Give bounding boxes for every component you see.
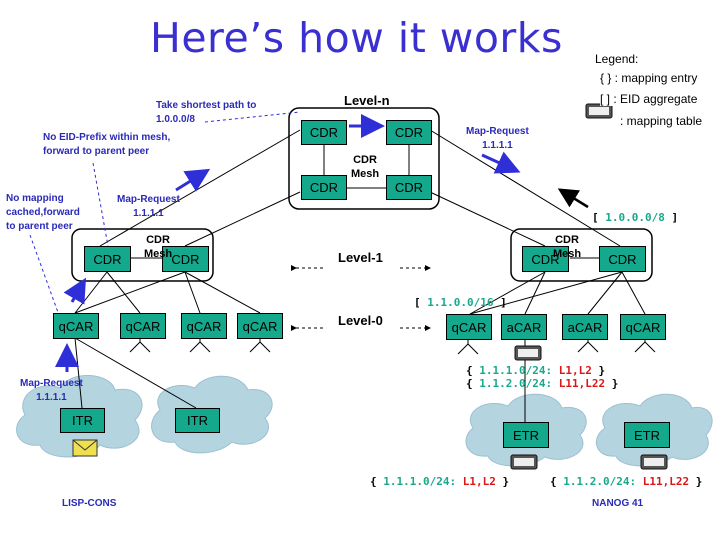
brace-open: { [466, 377, 473, 390]
node-label: CDR [394, 180, 424, 195]
brace-close: } [611, 377, 619, 390]
qcar-left-3[interactable]: qCAR [181, 313, 227, 339]
node-label: CDR [309, 180, 339, 195]
node-label: qCAR [242, 318, 278, 334]
node-label: CDR [171, 251, 200, 267]
cdr-level-n-top-left[interactable]: CDR [301, 120, 347, 145]
note-shortest-path: Take shortest path to 1.0.0.0/8 [156, 100, 257, 125]
bracket-open: [ [592, 211, 599, 224]
node-label: qCAR [625, 319, 661, 335]
mesh-label-top: CDR Mesh [350, 154, 380, 180]
cdr-level-n-top-right[interactable]: CDR [386, 120, 432, 145]
qcar-right-1[interactable]: qCAR [446, 314, 492, 340]
acar-right-2[interactable]: aCAR [562, 314, 608, 340]
cdr-level-n-bottom-right[interactable]: CDR [386, 175, 432, 200]
legend-eid-aggregate: [ ] : EID aggregate [600, 92, 698, 106]
brace-close: } [598, 364, 606, 377]
envelope-icon [72, 439, 98, 457]
mapping-table-icon [510, 103, 668, 470]
cdr-level-n-bottom-left[interactable]: CDR [301, 175, 347, 200]
entry-locators: L1,L2 [462, 475, 496, 488]
entry-prefix: 1.1.2.0/24: [479, 377, 553, 390]
entry-prefix: 1.1.2.0/24: [563, 475, 637, 488]
node-label: CDR [93, 251, 122, 267]
node-label: qCAR [451, 319, 487, 335]
node-label: ETR [513, 427, 539, 443]
entry-prefix: 1.1.1.0/24: [479, 364, 553, 377]
level-0-label: Level-0 [338, 313, 383, 328]
footer-right: NANOG 41 [592, 498, 644, 509]
node-label: CDR [394, 125, 424, 140]
legend-mapping-entry: { } : mapping entry [600, 71, 698, 85]
brace-open: { [370, 475, 377, 488]
qcar-right-2[interactable]: qCAR [620, 314, 666, 340]
node-label: CDR [608, 251, 637, 267]
node-label: qCAR [186, 318, 222, 334]
arrow-icon [55, 114, 521, 372]
note-no-eid-prefix: No EID-Prefix within mesh, forward to pa… [43, 132, 171, 157]
etr1-mapping-entry: { 1.1.1.0/24: L1,L2 } [370, 475, 509, 488]
acar-right-1[interactable]: aCAR [501, 314, 547, 340]
note-pointers [29, 111, 301, 319]
legend-mapping-table: : mapping table [620, 114, 703, 128]
entry-locators: L11,L22 [642, 475, 690, 488]
node-label: aCAR [506, 319, 542, 335]
etr2-mapping-entry: { 1.1.2.0/24: L11,L22 } [550, 475, 702, 488]
node-label: ITR [72, 413, 93, 428]
cdr-level-1-left-a[interactable]: CDR [84, 246, 131, 272]
note-map-request-bottom: Map-Request 1.1.1.1 [20, 378, 83, 403]
mesh-label-right: CDR Mesh [552, 234, 582, 260]
brace-close: } [695, 475, 703, 488]
level-n-mesh-links [323, 143, 410, 189]
leaf-fanouts [129, 338, 656, 355]
mapping-entry: { 1.1.2.0/24: L11,L22 } [466, 377, 618, 390]
reply-arrow [557, 188, 589, 209]
bracket-close: ] [671, 211, 679, 224]
level-1-label: Level-1 [338, 250, 383, 265]
brace-close: } [502, 475, 510, 488]
cdr-level-1-right-a[interactable]: CDR [522, 246, 569, 272]
qcar-left-1[interactable]: qCAR [53, 313, 99, 339]
aggregate-1-0-0-0-8: [ 1.0.0.0/8 ] [592, 211, 678, 224]
qcar-left-2[interactable]: qCAR [120, 313, 166, 339]
etr-left[interactable]: ETR [503, 422, 549, 448]
node-label: ITR [187, 413, 208, 428]
brace-open: { [466, 364, 473, 377]
cdr-level-1-left-b[interactable]: CDR [162, 246, 209, 272]
bracket-open: [ [414, 296, 421, 309]
footer-left: LISP-CONS [62, 498, 117, 509]
entry-prefix: 1.1.1.0/24: [383, 475, 457, 488]
itr-right[interactable]: ITR [175, 408, 220, 433]
aggregate-prefix: 1.0.0.0/8 [605, 211, 665, 224]
aggregate-prefix: 1.1.0.0/16 [427, 296, 494, 309]
aggregate-1-1-0-0-16: [ 1.1.0.0/16 ] [414, 296, 507, 309]
note-no-mapping: No mapping cached,forward to parent peer [6, 193, 80, 232]
brace-open: { [550, 475, 557, 488]
node-label: qCAR [125, 318, 161, 334]
itr-left[interactable]: ITR [60, 408, 105, 433]
mesh-label-left: CDR Mesh [143, 234, 173, 260]
entry-locators: L11,L22 [558, 377, 606, 390]
cdr-level-1-right-b[interactable]: CDR [599, 246, 646, 272]
node-label: ETR [634, 427, 660, 443]
etr-right[interactable]: ETR [624, 422, 670, 448]
node-label: CDR [309, 125, 339, 140]
node-label: qCAR [58, 318, 94, 334]
legend-heading: Legend: [595, 52, 639, 66]
node-label: CDR [531, 251, 560, 267]
level-dividers [291, 265, 431, 331]
note-map-request-top-right: Map-Request 1.1.1.1 [466, 126, 529, 151]
level-n-label: Level-n [344, 93, 390, 108]
note-map-request-left: Map-Request 1.1.1.1 [117, 194, 180, 219]
entry-locators: L1,L2 [558, 364, 592, 377]
qcar-left-4[interactable]: qCAR [237, 313, 283, 339]
mapping-entry: { 1.1.1.0/24: L1,L2 } [466, 364, 605, 377]
bracket-close: ] [500, 296, 507, 309]
page-title: Here’s how it works [150, 14, 563, 62]
node-label: aCAR [567, 319, 603, 335]
